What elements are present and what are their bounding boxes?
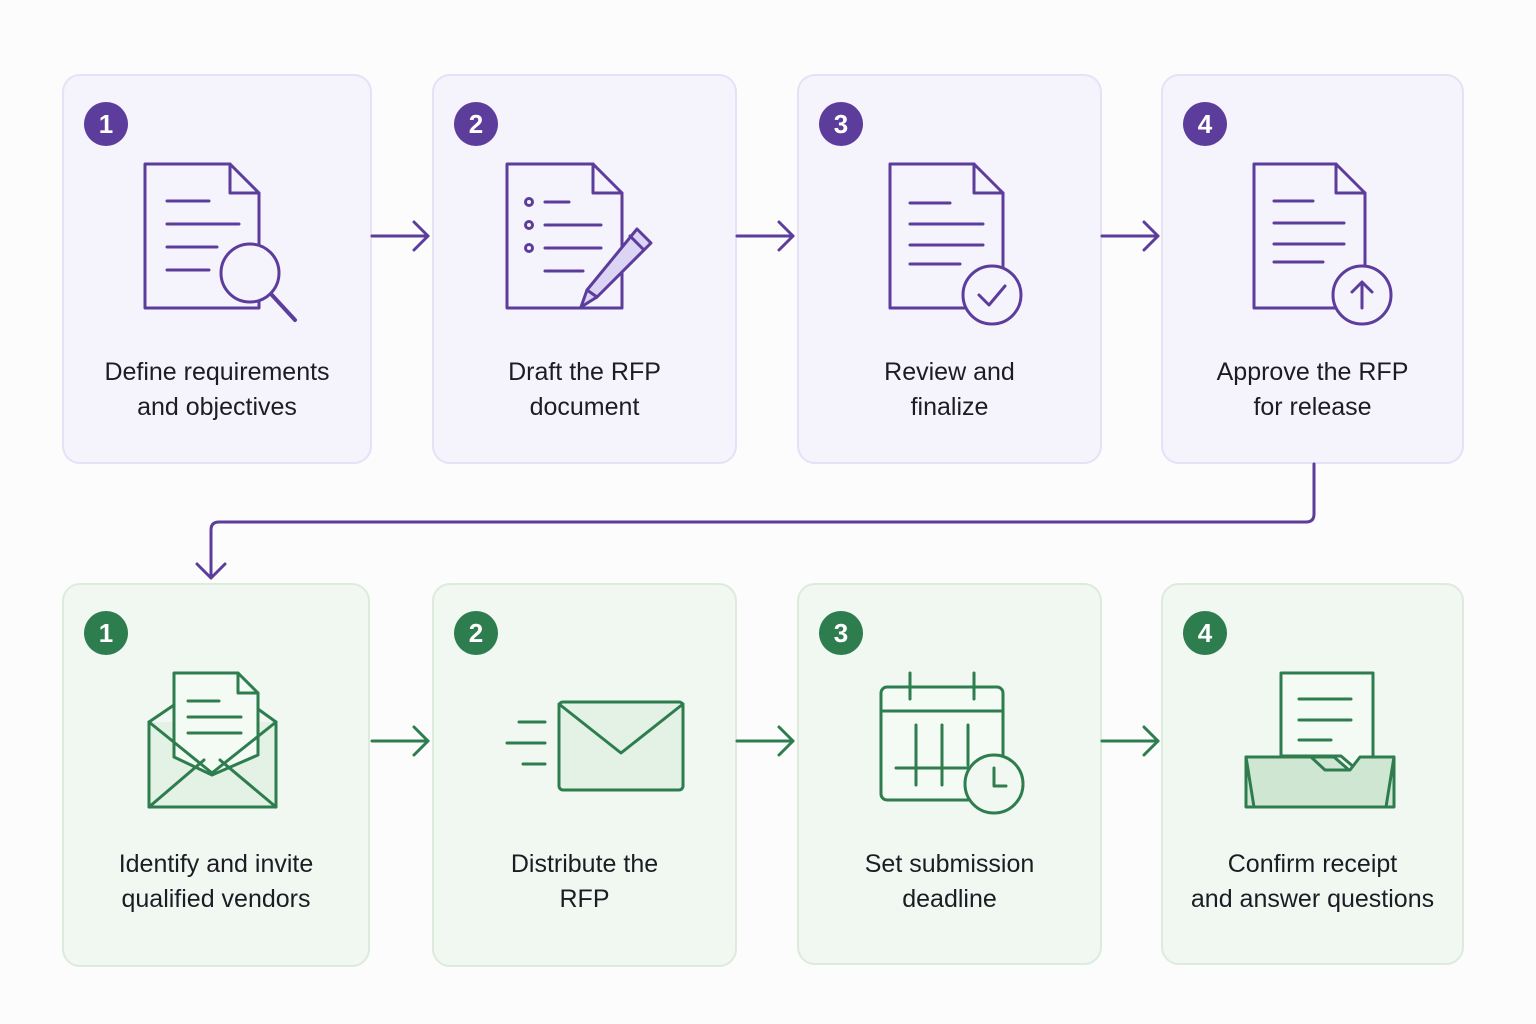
envelope-document-icon [147, 671, 278, 809]
step-number-badge: 1 [84, 611, 128, 655]
phase-transition-connector [209, 462, 1316, 580]
step-number-badge: 3 [819, 102, 863, 146]
arrow-right-icon [370, 220, 430, 252]
arrow-right-icon [1100, 220, 1160, 252]
step-card-submission-deadline: 3 Set submission deadline [797, 583, 1102, 965]
arrow-right-icon [370, 725, 430, 757]
calendar-clock-icon [879, 671, 1024, 815]
step-number-badge: 4 [1183, 611, 1227, 655]
step-label: Draft the RFP document [508, 358, 661, 421]
step-number-badge: 3 [819, 611, 863, 655]
send-mail-icon [505, 700, 684, 792]
step-label: Confirm receipt and answer questions [1190, 850, 1435, 913]
step-label: Define requirements and objectives [104, 358, 330, 421]
document-search-icon [143, 162, 297, 322]
step-label: Identify and invite qualified vendors [118, 850, 314, 913]
arrow-right-icon [1100, 725, 1160, 757]
document-pencil-icon [505, 162, 652, 310]
step-card-draft-rfp: 2 Draft the RFP document [432, 74, 737, 464]
step-label: Set submission deadline [864, 850, 1035, 913]
step-number-badge: 2 [454, 611, 498, 655]
folder-document-icon [1244, 671, 1395, 809]
step-number-badge: 1 [84, 102, 128, 146]
step-label: Approve the RFP for release [1216, 358, 1409, 421]
step-card-confirm-receipt: 4 Confirm receipt and answer questions [1161, 583, 1464, 965]
step-card-review-finalize: 3 Review and finalize [797, 74, 1102, 464]
step-number-badge: 2 [454, 102, 498, 146]
step-card-identify-vendors: 1 Identify and invite qualified vendors [62, 583, 370, 967]
document-upload-icon [1252, 162, 1392, 326]
step-card-approve-rfp: 4 Approve the RFP for release [1161, 74, 1464, 464]
arrow-right-icon [735, 220, 795, 252]
arrow-down-icon [195, 562, 227, 580]
step-card-define-requirements: 1 Define requirements and objectives [62, 74, 372, 464]
step-label: Review and finalize [884, 358, 1015, 421]
step-label: Distribute the RFP [510, 850, 659, 913]
step-card-distribute-rfp: 2 Distribute the RFP [432, 583, 737, 967]
arrow-right-icon [735, 725, 795, 757]
document-check-icon [888, 162, 1022, 326]
step-number-badge: 4 [1183, 102, 1227, 146]
